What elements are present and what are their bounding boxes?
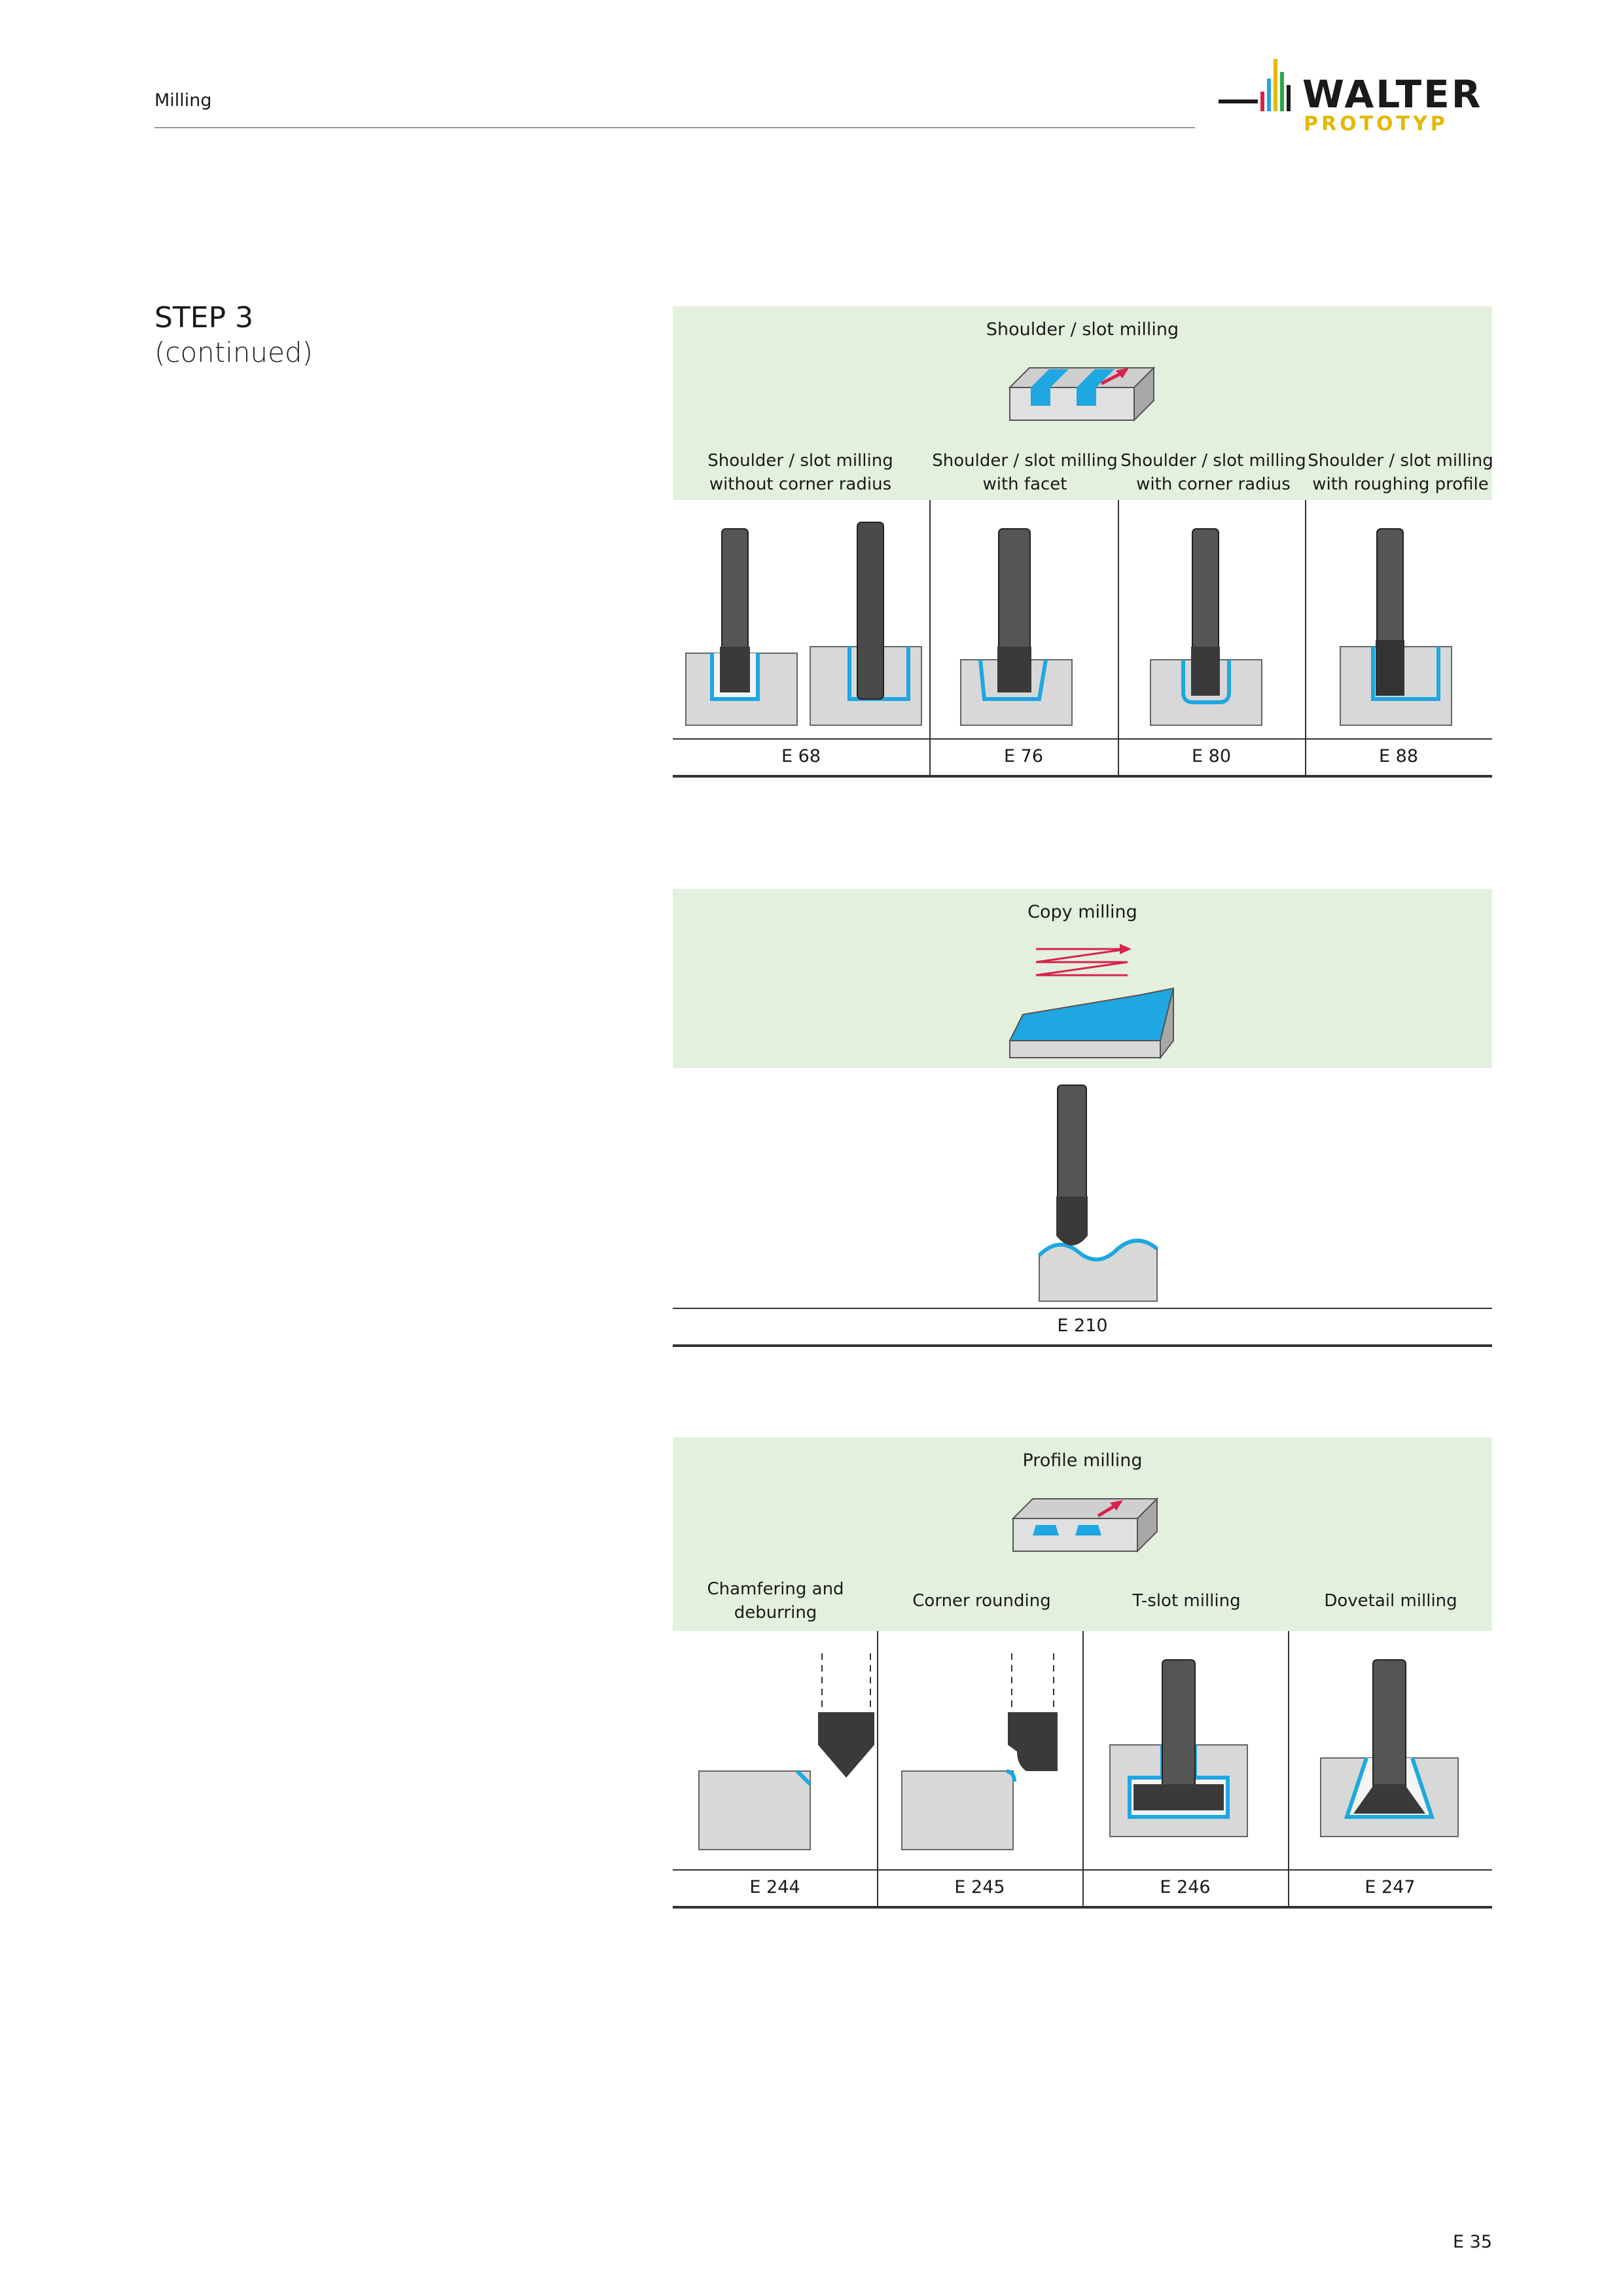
slot-block-icon: [1008, 366, 1156, 422]
logo-wordmark: WALTER: [1302, 72, 1483, 117]
col-head-without-corner-radius: Shoulder / slot milling without corner r…: [707, 451, 893, 494]
code-e247: E 247: [1364, 1877, 1416, 1897]
radius-mill-illustration: [1150, 528, 1262, 726]
shoulder-slot-section: Shoulder / slot milling Shoulder / slot …: [673, 306, 1493, 778]
running-header: Milling: [154, 90, 212, 111]
code-e88: E 88: [1379, 746, 1418, 766]
copy-milling-section: Copy milling E 210: [673, 889, 1492, 1347]
col-head-with-roughing-profile: Shoulder / slot milling with roughing pr…: [1308, 451, 1493, 494]
col-head-dovetail: Dovetail milling: [1324, 1591, 1457, 1611]
code-e245: E 245: [954, 1877, 1005, 1897]
profile-title: Profile milling: [1022, 1450, 1143, 1471]
step-subtitle: (continued): [154, 336, 313, 368]
page-number: E 35: [1453, 2232, 1492, 2252]
col-head-t-slot: T-slot milling: [1132, 1591, 1241, 1611]
logo-bars-icon: [1219, 59, 1291, 111]
code-e68: E 68: [781, 746, 821, 766]
code-e210: E 210: [1057, 1316, 1108, 1336]
code-e246: E 246: [1160, 1877, 1211, 1897]
t-slot-tool-illustration: [1109, 1659, 1248, 1837]
copy-milling-surface-icon: [1008, 944, 1175, 1060]
code-e76: E 76: [1004, 746, 1043, 766]
profile-milling-section: Profile milling Chamfering and deburring…: [673, 1437, 1492, 1909]
copy-title: Copy milling: [1027, 902, 1137, 922]
roughing-mill-illustration: [1340, 528, 1452, 726]
col-head-chamfering: Chamfering and deburring: [707, 1579, 844, 1623]
header-rule: [154, 127, 1195, 128]
col-head-with-corner-radius: Shoulder / slot milling with corner radi…: [1120, 451, 1306, 494]
profile-block-icon: [1011, 1497, 1159, 1553]
facet-mill-illustration: [960, 528, 1073, 726]
col-head-corner-rounding: Corner rounding: [912, 1591, 1051, 1611]
end-mill-illustration: [685, 522, 922, 726]
code-e244: E 244: [749, 1877, 800, 1897]
col-head-with-facet: Shoulder / slot milling with facet: [932, 451, 1118, 494]
chamfer-tool-illustration: [698, 1653, 874, 1850]
step-title: STEP 3: [154, 301, 254, 334]
code-e80: E 80: [1192, 746, 1231, 766]
corner-rounding-tool-illustration: [901, 1653, 1058, 1850]
walter-logo: WALTER PROTOTYP: [1219, 59, 1493, 137]
ball-nose-mill-illustration: [1037, 1085, 1158, 1302]
dovetail-tool-illustration: [1320, 1659, 1459, 1837]
logo-subtitle: PROTOTYP: [1304, 113, 1448, 135]
shoulder-title: Shoulder / slot milling: [986, 319, 1179, 340]
